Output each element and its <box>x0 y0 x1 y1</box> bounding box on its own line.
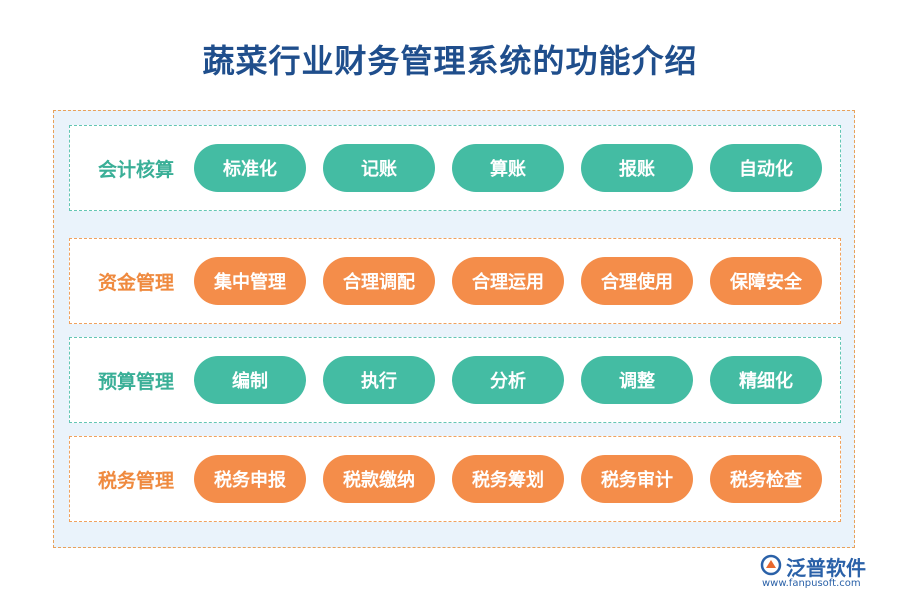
row-label: 会计核算 <box>98 158 175 181</box>
feature-pill: 报账 <box>581 144 693 192</box>
feature-pill: 集中管理 <box>194 257 306 305</box>
row-budget: 预算管理 编制 执行 分析 调整 精细化 <box>69 337 841 423</box>
row-accounting: 会计核算 标准化 记账 算账 报账 自动化 <box>69 125 841 211</box>
feature-pill: 标准化 <box>194 144 306 192</box>
feature-pill: 税务审计 <box>581 455 693 503</box>
feature-pill: 自动化 <box>710 144 822 192</box>
page-title: 蔬菜行业财务管理系统的功能介绍 <box>202 42 698 80</box>
feature-pill: 精细化 <box>710 356 822 404</box>
feature-pill: 税务筹划 <box>452 455 564 503</box>
logo-url: www.fanpusoft.com <box>762 578 861 589</box>
feature-pill: 编制 <box>194 356 306 404</box>
logo-name: 泛普软件 <box>786 556 866 580</box>
feature-pill: 算账 <box>452 144 564 192</box>
feature-pill: 执行 <box>323 356 435 404</box>
feature-pill: 税务检查 <box>710 455 822 503</box>
row-label: 资金管理 <box>98 271 175 294</box>
feature-pill: 合理调配 <box>323 257 435 305</box>
feature-pill: 保障安全 <box>710 257 822 305</box>
feature-pill: 分析 <box>452 356 564 404</box>
feature-pill: 合理运用 <box>452 257 564 305</box>
fanpu-logo-icon <box>760 554 782 576</box>
feature-pill: 合理使用 <box>581 257 693 305</box>
feature-pill: 记账 <box>323 144 435 192</box>
feature-pill: 调整 <box>581 356 693 404</box>
row-label: 预算管理 <box>98 370 175 393</box>
row-label: 税务管理 <box>98 469 175 492</box>
feature-pill: 税款缴纳 <box>323 455 435 503</box>
feature-pill: 税务申报 <box>194 455 306 503</box>
row-tax: 税务管理 税务申报 税款缴纳 税务筹划 税务审计 税务检查 <box>69 436 841 522</box>
brand-logo: 泛普软件 www.fanpusoft.com <box>758 552 888 592</box>
row-funds: 资金管理 集中管理 合理调配 合理运用 合理使用 保障安全 <box>69 238 841 324</box>
feature-panel: 会计核算 标准化 记账 算账 报账 自动化 资金管理 集中管理 合理调配 合理运… <box>53 110 855 548</box>
